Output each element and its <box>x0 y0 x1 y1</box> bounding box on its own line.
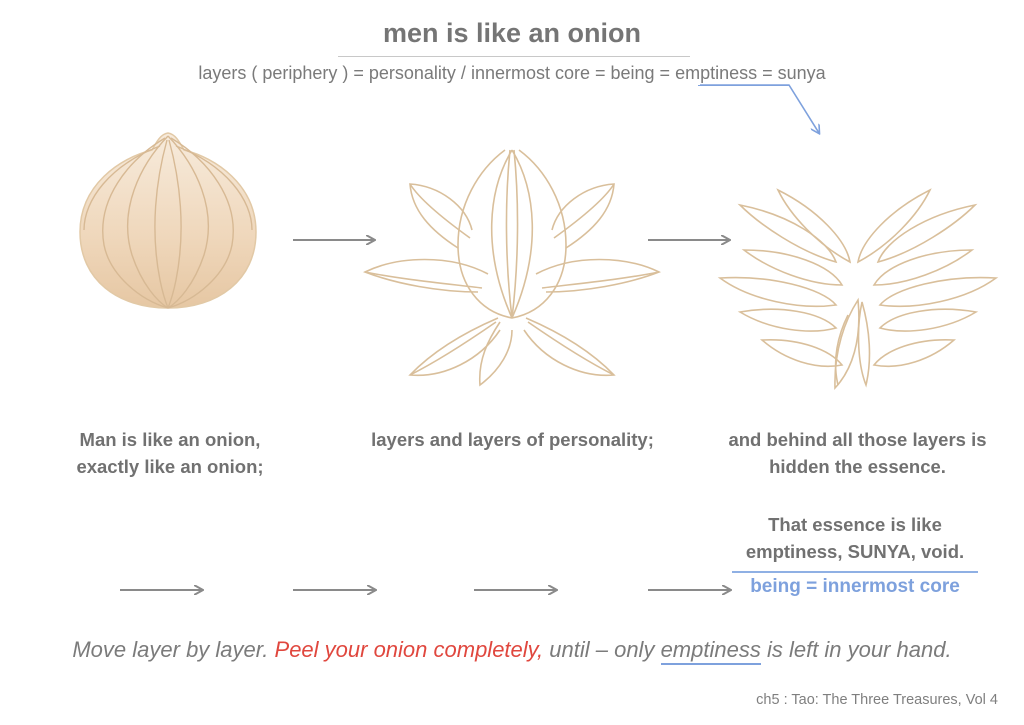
onion-layers-icon <box>717 188 999 390</box>
quote-emphasis-peel: Peel your onion completely, <box>274 637 544 662</box>
bottom-quote: Move layer by layer. Peel your onion com… <box>0 637 1024 665</box>
diagram-title: men is like an onion <box>382 18 642 48</box>
caption-onion-line-2: exactly like an onion; <box>76 456 264 477</box>
arrow-right-icon <box>120 240 730 590</box>
onion-peeling-icon <box>362 149 662 387</box>
title-underline <box>338 56 690 57</box>
caption-essence-line-2: hidden the essence. <box>769 456 946 477</box>
quote-part-1: Move layer by layer. <box>72 637 275 662</box>
caption-essence-line-1: and behind all those layers is <box>728 429 987 450</box>
caption-layers-line-1: layers and layers of personality; <box>371 429 654 450</box>
quote-emptiness-underlined: emptiness <box>660 637 761 665</box>
caption-emptiness-line-2: emptiness, SUNYA, void. <box>745 541 965 562</box>
quote-part-5: is left in your hand. <box>760 637 952 662</box>
caption-essence: and behind all those layers is hidden th… <box>700 426 1015 480</box>
subtitle-equation: layers ( periphery ) = personality / inn… <box>0 63 1024 84</box>
caption-onion-line-1: Man is like an onion, <box>79 429 261 450</box>
being-label: being = innermost core <box>750 576 960 597</box>
subtitle-part-after: = sunya <box>757 63 826 83</box>
caption-emptiness-line-1: That essence is like <box>768 514 942 535</box>
caption-emptiness: That essence is like emptiness, SUNYA, v… <box>715 511 995 565</box>
caption-layers: layers and layers of personality; <box>345 426 680 453</box>
emptiness-pointer-arrow <box>700 84 819 133</box>
quote-part-3: until – only <box>543 637 661 662</box>
caption-onion: Man is like an onion, exactly like an on… <box>40 426 300 480</box>
being-divider <box>732 571 978 573</box>
onion-whole-icon <box>79 132 257 309</box>
subtitle-highlight-emptiness: emptiness <box>675 63 758 83</box>
source-footer: ch5 : Tao: The Three Treasures, Vol 4 <box>756 692 998 708</box>
subtitle-emptiness-underline <box>698 85 790 86</box>
subtitle-part-before: layers ( periphery ) = personality / inn… <box>198 63 676 83</box>
